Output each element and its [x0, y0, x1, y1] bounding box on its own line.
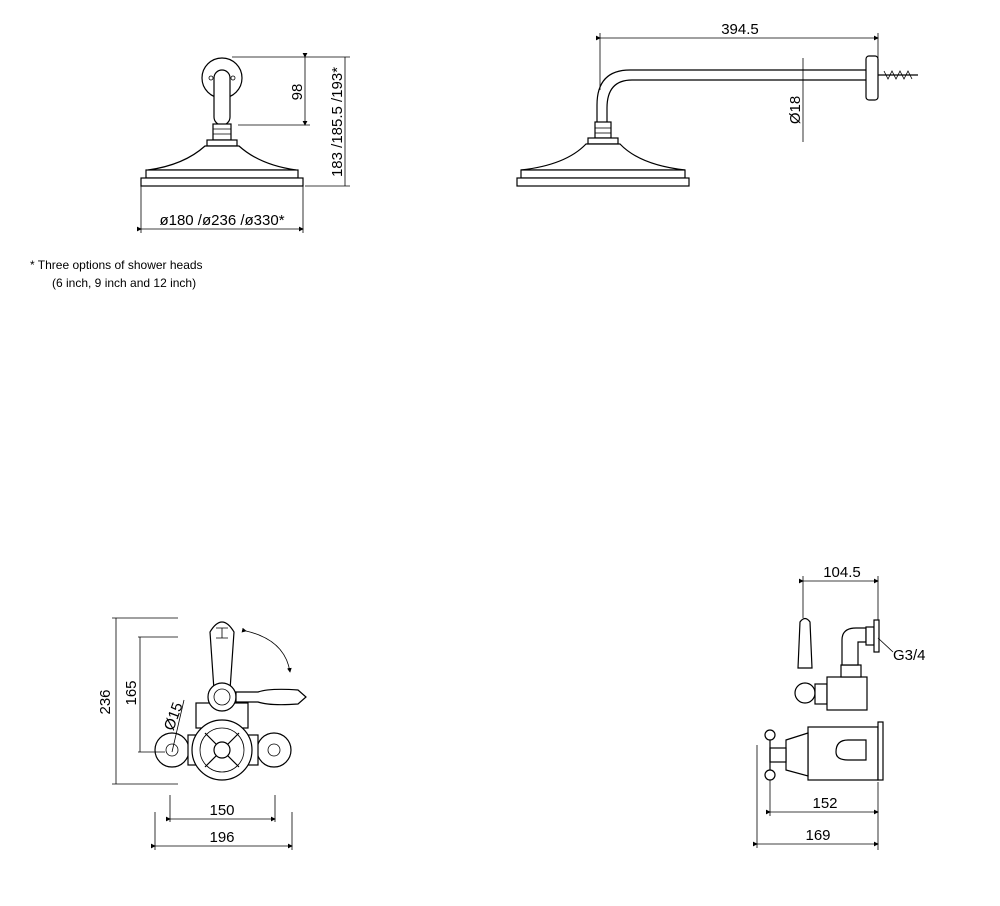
dim-centers: 150	[209, 802, 234, 819]
note-line-2: (6 inch, 9 inch and 12 inch)	[52, 276, 197, 290]
dim-total-depth: 169	[805, 827, 830, 844]
dim-depth: 152	[812, 795, 837, 812]
dim-width: 196	[209, 829, 234, 846]
shower-head-front-view: 98 183 /185.5 /193* ø180 /ø236 /ø330*	[137, 53, 350, 233]
dim-height: 236	[97, 689, 114, 714]
dim-arm-diameter: Ø18	[787, 96, 804, 124]
shower-head-side-view: 394.5 Ø18	[516, 21, 918, 187]
valve-side-view: 104.5 G3/4 152 169	[753, 564, 926, 850]
valve-front-view: 236 165 Ø15 150 196	[97, 617, 307, 850]
dim-top: 104.5	[823, 564, 861, 581]
dim-pipe: Ø15	[161, 700, 187, 732]
dim-arm-height: 98	[289, 84, 306, 101]
note-line-1: * Three options of shower heads	[30, 258, 203, 272]
dim-arm-length: 394.5	[721, 21, 759, 38]
dim-diameter: ø180 /ø236 /ø330*	[159, 212, 284, 229]
dim-total-height: 183 /185.5 /193*	[329, 67, 346, 177]
dim-inner-height: 165	[123, 680, 140, 705]
shower-head-options-note: * Three options of shower heads (6 inch,…	[30, 256, 203, 292]
dim-thread: G3/4	[893, 647, 926, 664]
